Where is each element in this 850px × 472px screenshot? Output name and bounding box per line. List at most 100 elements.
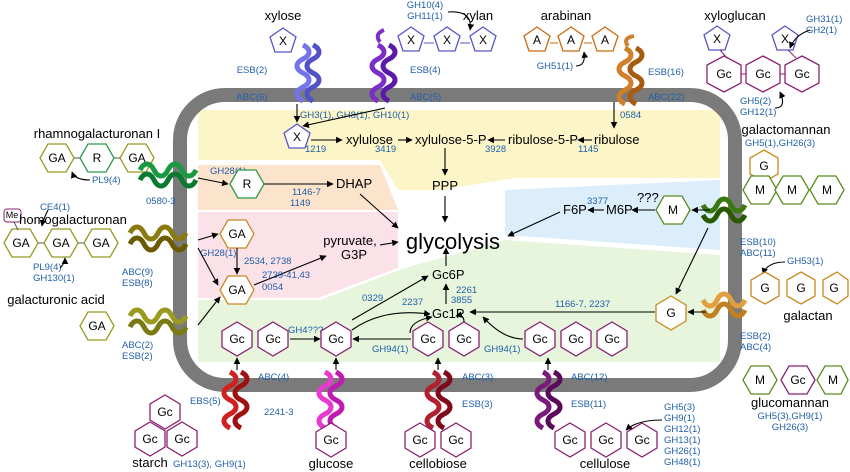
tr-galactan-esb: ESB(2): [740, 331, 771, 342]
xylan-chain: X X X: [397, 26, 497, 52]
xylulose5p: xylulose-5-P: [415, 132, 487, 147]
label-arabinan: arabinan: [541, 8, 592, 23]
glucose-hexagon: [315, 422, 347, 458]
svg-text:GH9(1): GH9(1): [664, 413, 695, 424]
x-intracellular: [283, 123, 311, 149]
tr-hg-abc: ABC(9): [122, 267, 153, 278]
enz-rg-pl: PL9(4): [92, 175, 121, 186]
g3p: G3P: [341, 247, 367, 262]
zone-ppp: [198, 110, 720, 190]
tr-galactan-abc: ABC(4): [740, 342, 771, 353]
glucomannan-chain: M Gc M: [742, 365, 849, 395]
svg-text:Gc: Gc: [229, 332, 244, 346]
f6p: F6P: [563, 202, 587, 217]
svg-text:Me: Me: [6, 210, 19, 220]
label-galactan: galactan: [783, 308, 832, 323]
qqq: ???: [637, 190, 659, 205]
tr-xylan-abc: ABC(5): [410, 92, 441, 103]
sym-x-inside: X: [293, 130, 301, 144]
sym-ga-lower: GA: [228, 283, 245, 297]
n1149: 1149: [290, 198, 310, 209]
galactan-chain: G G G: [750, 271, 849, 305]
transporter-cellulose: [534, 369, 552, 431]
cellulose-enzymes: GH5(3) GH9(1) GH12(1) GH13(1) GH26(1) GH…: [664, 402, 700, 468]
svg-text:Gc: Gc: [456, 332, 471, 346]
n1166: 1166-7, 2237: [555, 299, 610, 310]
svg-text:GH48(1): GH48(1): [664, 457, 700, 468]
xylose-hexagon-x: [269, 27, 297, 53]
svg-text:Gc: Gc: [598, 433, 613, 447]
tr-cellulose-esb: ESB(11): [571, 399, 606, 410]
g-intracellular: [655, 295, 687, 331]
svg-text:A: A: [601, 33, 609, 47]
enz-xg-1: GH31(1): [806, 14, 842, 25]
svg-text:GA: GA: [52, 236, 69, 250]
transporter-starch: [221, 369, 239, 431]
tr-cellobiose-esb: ESB(3): [462, 399, 493, 410]
tr-gm-esb: ESB(10): [740, 237, 776, 248]
n2534: 2534, 2738: [244, 256, 292, 267]
svg-text:M: M: [755, 183, 765, 197]
svg-text:Gc: Gc: [532, 332, 547, 346]
enz-starch: GH13(3), GH9(1): [173, 459, 246, 470]
enz-xg-4: GH12(1): [740, 107, 776, 118]
enz-hg-ce: CE4(1): [40, 202, 70, 213]
svg-text:M: M: [755, 373, 765, 387]
svg-text:G: G: [759, 159, 768, 173]
tr-arabinan-esb: ESB(16): [648, 67, 684, 78]
transporter-galactan: [700, 291, 748, 309]
ga-upper: [219, 219, 255, 249]
svg-text:Gc: Gc: [420, 332, 435, 346]
svg-text:G: G: [796, 281, 805, 295]
tr-hg-esb: ESB(8): [122, 278, 153, 289]
sym-x1: X: [279, 34, 287, 48]
sym-m-inside: M: [668, 203, 678, 217]
svg-text:GH12(1): GH12(1): [664, 424, 700, 435]
n1145: 1145: [578, 144, 598, 155]
svg-text:GA: GA: [92, 236, 109, 250]
svg-text:GH13(1): GH13(1): [664, 435, 700, 446]
svg-text:Gc: Gc: [562, 433, 577, 447]
tr-xylan-esb: ESB(4): [410, 65, 441, 76]
m-intracellular: [655, 195, 691, 225]
tr-rg: 0580-3: [146, 196, 176, 207]
svg-text:X: X: [407, 33, 415, 47]
svg-text:M: M: [828, 373, 838, 387]
svg-text:Gc: Gc: [794, 67, 809, 81]
svg-text:A: A: [567, 33, 575, 47]
tr-glucose: 2241-3: [264, 407, 294, 418]
svg-text:Gc: Gc: [448, 433, 463, 447]
n1219: 1219: [305, 144, 326, 155]
svg-text:GH5(3): GH5(3): [664, 402, 695, 413]
label-cellulose: cellulose: [580, 456, 631, 471]
starch-structure: Gc Gc Gc: [134, 394, 198, 457]
n1146: 1146-7: [292, 187, 321, 198]
sym-ga-acid: GA: [88, 319, 105, 333]
enz-hg-1: PL9(4): [33, 262, 62, 273]
enz-xylan-2: GH11(1): [407, 11, 443, 22]
transporter-galactomannan: [700, 196, 748, 214]
transporter-xylan: [369, 42, 387, 104]
tr-galacid-abc: ABC(2): [122, 340, 153, 351]
n3855: 3855: [451, 295, 472, 306]
label-rg: rhamnogalacturonan I: [34, 126, 160, 141]
label-glucose: glucose: [309, 456, 354, 471]
label-gal-acid: galacturonic acid: [7, 292, 105, 307]
label-glucomannan: glucomannan: [751, 395, 829, 410]
transporter-cellobiose: [424, 369, 442, 431]
svg-text:Gc: Gc: [568, 332, 583, 346]
hg-chain: GA GA GA: [3, 221, 119, 258]
n0054: 0054: [262, 282, 283, 293]
svg-text:M: M: [822, 183, 832, 197]
xylulose: xylulose: [346, 132, 393, 147]
rg-chain: GA R GA: [39, 143, 155, 173]
gc-row-right: Gc Gc Gc: [524, 321, 628, 357]
transporter-hg: [127, 224, 189, 242]
cellulose-chain: Gc Gc Gc: [554, 422, 658, 458]
svg-text:Gc: Gc: [174, 432, 189, 446]
tr-xylose-esb: ESB(2): [237, 65, 268, 76]
svg-text:R: R: [93, 151, 102, 165]
gc-row-left: Gc Gc: [221, 321, 289, 357]
svg-text:X: X: [781, 32, 789, 46]
